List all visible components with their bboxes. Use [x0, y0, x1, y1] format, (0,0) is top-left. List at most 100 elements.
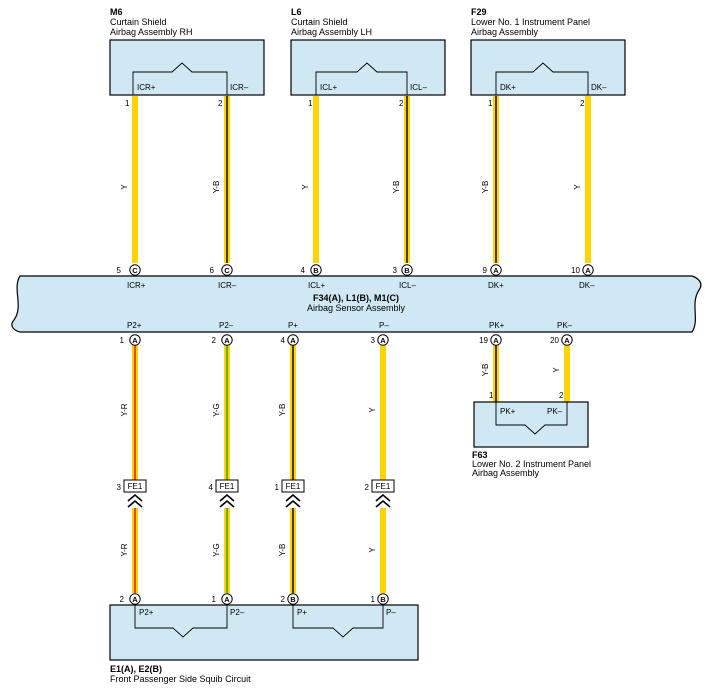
squib-conn-label: B	[380, 595, 386, 604]
sensor-pin-19: 19	[479, 336, 488, 345]
fe1-box	[371, 479, 395, 493]
sensor-term-icl-neg: ICL–	[399, 281, 416, 290]
l6-squib-symbol	[315, 62, 408, 95]
fe1-chevron	[127, 499, 143, 508]
sensor-conn-label: B	[313, 266, 319, 275]
squib-term-p-pos: P+	[297, 608, 307, 617]
f29-terminal-pos: DK+	[500, 83, 516, 92]
wire-label-icl-pos: Y	[301, 184, 310, 190]
m6-id: M6	[110, 7, 123, 17]
sensor-conn-label: C	[132, 266, 138, 275]
m6-pin-1: 1	[125, 99, 130, 108]
sensor-term-icr-neg: ICR–	[218, 281, 237, 290]
sensor-pin-4: 4	[301, 266, 306, 275]
fe1-connector-1: 3 FE1	[117, 479, 147, 508]
fe1-connector-2: 4 FE1	[209, 479, 239, 508]
sensor-conn-label: A	[564, 336, 570, 345]
sensor-conn-a-8	[561, 334, 573, 346]
fe1-chevron	[219, 499, 235, 508]
sensor-conn-a-1	[490, 264, 502, 276]
sensor-pin-1: 1	[120, 336, 125, 345]
f29-pin-2: 2	[580, 99, 585, 108]
sensor-conn-c-2	[221, 264, 233, 276]
sensor-term-icr-pos: ICR+	[127, 281, 146, 290]
f63-terminal-neg: PK–	[547, 407, 563, 416]
fe1-box	[123, 479, 147, 493]
fe1-pin: 4	[209, 483, 214, 492]
fe1-chevron	[375, 493, 391, 502]
fe1-chevron	[375, 499, 391, 508]
sensor-pin-9: 9	[483, 266, 488, 275]
sensor-conn-label: A	[224, 336, 230, 345]
sensor-conn-label: B	[404, 266, 410, 275]
sensor-conn-a-4	[221, 334, 233, 346]
squib-conn-label: A	[132, 595, 138, 604]
l6-label-line1: Curtain Shield	[291, 17, 348, 27]
squib-conn-label: A	[224, 595, 230, 604]
f29-terminal-neg: DK–	[591, 83, 607, 92]
sensor-conn-b-1	[310, 264, 322, 276]
sensor-term-p2-pos: P2+	[127, 321, 142, 330]
sensor-conn-a-6	[377, 334, 389, 346]
m6-terminal-pos: ICR+	[137, 83, 156, 92]
sensor-conn-a-3	[129, 334, 141, 346]
wire-label-p-pos-lower: Y-B	[278, 544, 287, 557]
sensor-term-p2-neg: P2–	[219, 321, 234, 330]
m6-label-line1: Curtain Shield	[110, 17, 167, 27]
wire-label-p2-pos-upper: Y-R	[120, 403, 129, 416]
squib-term-p2-neg: P2–	[230, 608, 245, 617]
fe1-chevron	[285, 493, 301, 502]
wire-label-dk-pos: Y-B	[481, 181, 490, 194]
m6-label-line2: Airbag Assembly RH	[110, 27, 193, 37]
sensor-conn-label: A	[493, 336, 499, 345]
fe1-box	[281, 479, 305, 493]
squib-conn-b-1	[287, 593, 299, 605]
squib-conn-b-2	[377, 593, 389, 605]
wire-label-pk-pos: Y-B	[481, 364, 490, 377]
sensor-term-dk-neg: DK–	[579, 281, 595, 290]
wire-label-p2-neg-lower: Y-G	[212, 543, 221, 557]
fe1-label: FE1	[376, 482, 391, 491]
f29-pin-1: 1	[488, 99, 493, 108]
sensor-term-dk-pos: DK+	[488, 281, 504, 290]
sensor-conn-label: A	[380, 336, 386, 345]
sensor-conn-label: C	[224, 266, 230, 275]
sensor-pin-20: 20	[550, 336, 559, 345]
squib-term-p-neg: P–	[386, 608, 396, 617]
l6-terminal-pos: ICL+	[320, 83, 337, 92]
wire-label-icr-pos: Y	[120, 184, 129, 190]
squib-symbol-left	[134, 605, 228, 638]
fe1-chevron	[219, 493, 235, 502]
sensor-pin-6: 6	[210, 266, 215, 275]
sensor-pin-3: 3	[371, 336, 376, 345]
sensor-conn-b-2	[401, 264, 413, 276]
squib-term-p2-pos: P2+	[139, 608, 154, 617]
sensor-assembly-box	[11, 275, 702, 333]
f63-label-line1: Lower No. 2 Instrument Panel	[472, 459, 591, 469]
fe1-label: FE1	[128, 482, 143, 491]
squib-id: E1(A), E2(B)	[110, 664, 162, 674]
fe1-pin: 2	[365, 483, 370, 492]
f29-label-line2: Airbag Assembly	[471, 27, 539, 37]
squib-symbol-right	[292, 605, 384, 638]
m6-pin-2: 2	[218, 99, 223, 108]
squib-pin-2b: 2	[281, 595, 286, 604]
f63-id: F63	[472, 450, 488, 460]
fe1-pin: 3	[117, 483, 122, 492]
sensor-pin-4: 4	[281, 336, 286, 345]
wire-label-p-neg-upper: Y	[368, 407, 377, 413]
fe1-connector-4: 2 FE1	[365, 479, 395, 508]
l6-pin-1: 1	[308, 99, 313, 108]
sensor-conn-label: A	[290, 336, 296, 345]
sensor-term-p-pos: P+	[288, 321, 298, 330]
wire-label-pk-neg: Y	[552, 367, 561, 373]
fe1-label: FE1	[220, 482, 235, 491]
wire-label-p-pos-upper: Y-B	[278, 404, 287, 417]
fe1-label: FE1	[286, 482, 301, 491]
squib-name: Front Passenger Side Squib Circuit	[110, 674, 251, 684]
fe1-connector-3: 1 FE1	[275, 479, 305, 508]
squib-circuit-box	[109, 604, 419, 661]
sensor-term-pk-pos: PK+	[489, 321, 505, 330]
f29-label-line1: Lower No. 1 Instrument Panel	[471, 17, 590, 27]
